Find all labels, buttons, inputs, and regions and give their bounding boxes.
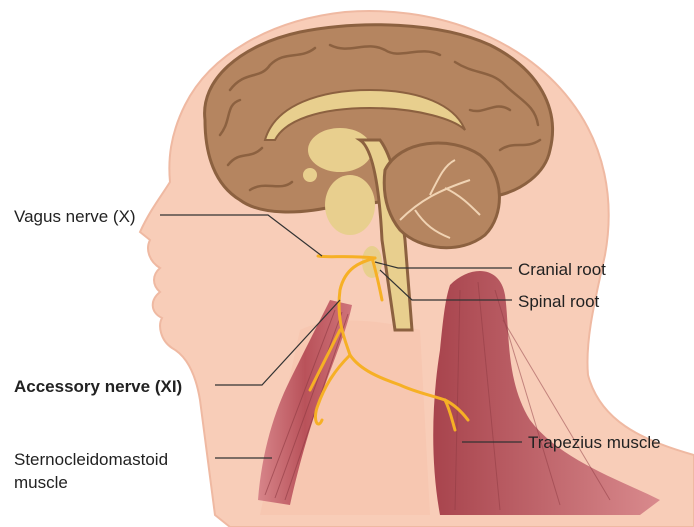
trapezius-muscle-label: Trapezius muscle	[528, 432, 661, 453]
cranial-root-label: Cranial root	[518, 259, 606, 280]
thalamus	[308, 128, 372, 172]
sternocleidomastoid-label-line2: muscle	[14, 472, 68, 493]
sternocleidomastoid-label-line1: Sternocleidomastoid	[14, 449, 168, 470]
accessory-nerve-label: Accessory nerve (XI)	[14, 376, 182, 397]
spinal-root-label: Spinal root	[518, 291, 599, 312]
cerebellum	[384, 143, 499, 248]
vagus-nerve-label: Vagus nerve (X)	[14, 206, 136, 227]
pituitary	[303, 168, 317, 182]
pons	[325, 175, 375, 235]
